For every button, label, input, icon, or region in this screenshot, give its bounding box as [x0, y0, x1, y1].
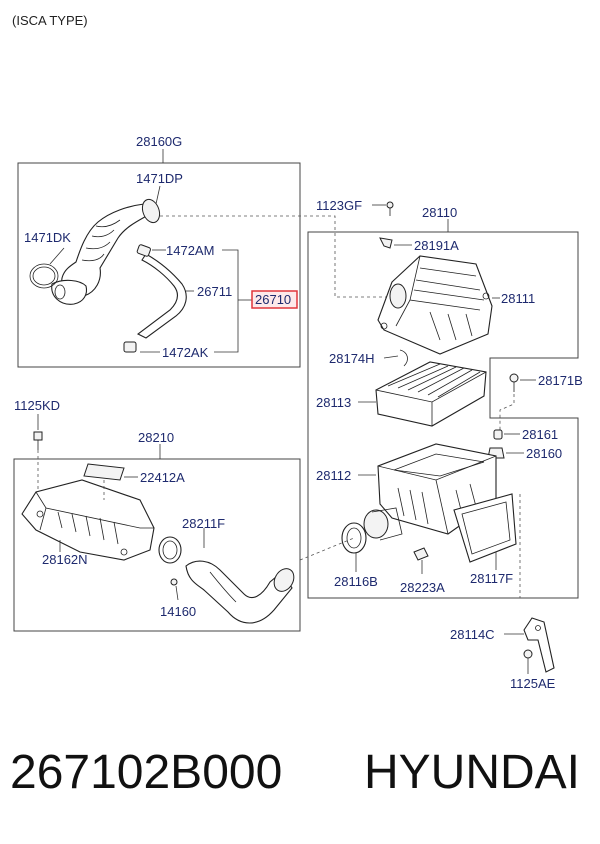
filter-element-part [375, 361, 487, 427]
air-cleaner-cover-part [377, 255, 493, 355]
air-cleaner-group-box [307, 231, 579, 599]
highlighted-part-box [251, 290, 298, 309]
intake-duct-part [51, 198, 161, 305]
resonator-28162N-part [21, 479, 155, 561]
clamp-28211F [158, 536, 182, 564]
label-28110[interactable]: 28110 [422, 205, 457, 220]
sensor-ring-28116B [341, 522, 367, 554]
brand-name: HYUNDAI [363, 746, 580, 799]
label-28116B[interactable]: 28116B [334, 574, 378, 589]
label-28174H[interactable]: 28174H [329, 351, 375, 366]
label-plate-22412A [83, 463, 125, 481]
part-number: 267102B000 [10, 746, 283, 799]
label-28191A[interactable]: 28191A [414, 238, 459, 253]
label-1125KD[interactable]: 1125KD [14, 398, 60, 413]
breather-group-box [17, 162, 301, 368]
label-1472AM[interactable]: 1472AM [166, 243, 214, 258]
label-28210[interactable]: 28210 [138, 430, 174, 445]
exploded-parts-diagram: (ISCA TYPE) 28160G 1471DK 1471DP 1472AM … [12, 13, 583, 691]
label-28114C[interactable]: 28114C [450, 627, 495, 642]
label-1123GF[interactable]: 1123GF [316, 198, 362, 213]
intake-hose-part [185, 560, 293, 624]
label-28161[interactable]: 28161 [522, 427, 558, 442]
label-28160[interactable]: 28160 [526, 446, 562, 461]
label-22412A[interactable]: 22412A [140, 470, 185, 485]
intake-duct-group-box [13, 458, 301, 632]
label-28211F[interactable]: 28211F [182, 516, 225, 531]
label-28162N[interactable]: 28162N [42, 552, 88, 567]
label-1471DP[interactable]: 1471DP [136, 171, 183, 186]
label-1472AK[interactable]: 1472AK [162, 345, 209, 360]
label-28223A[interactable]: 28223A [400, 580, 445, 595]
clamp-1471DK [29, 263, 59, 289]
variant-header: (ISCA TYPE) [12, 13, 88, 28]
label-26711[interactable]: 26711 [197, 284, 232, 299]
bracket-28114C [523, 617, 555, 673]
breather-hose-part [136, 253, 187, 339]
label-28171B[interactable]: 28171B [538, 373, 583, 388]
label-1125AE[interactable]: 1125AE [510, 676, 556, 691]
part-caption: 267102B000 HYUNDAI [10, 745, 590, 800]
label-28111[interactable]: 28111 [501, 291, 535, 306]
label-28113[interactable]: 28113 [316, 395, 351, 410]
label-14160[interactable]: 14160 [160, 604, 196, 619]
label-26710[interactable]: 26710 [255, 292, 291, 307]
label-1471DK[interactable]: 1471DK [24, 230, 71, 245]
label-28117F[interactable]: 28117F [470, 571, 513, 586]
label-28112[interactable]: 28112 [316, 468, 351, 483]
label-28160G[interactable]: 28160G [136, 134, 182, 149]
